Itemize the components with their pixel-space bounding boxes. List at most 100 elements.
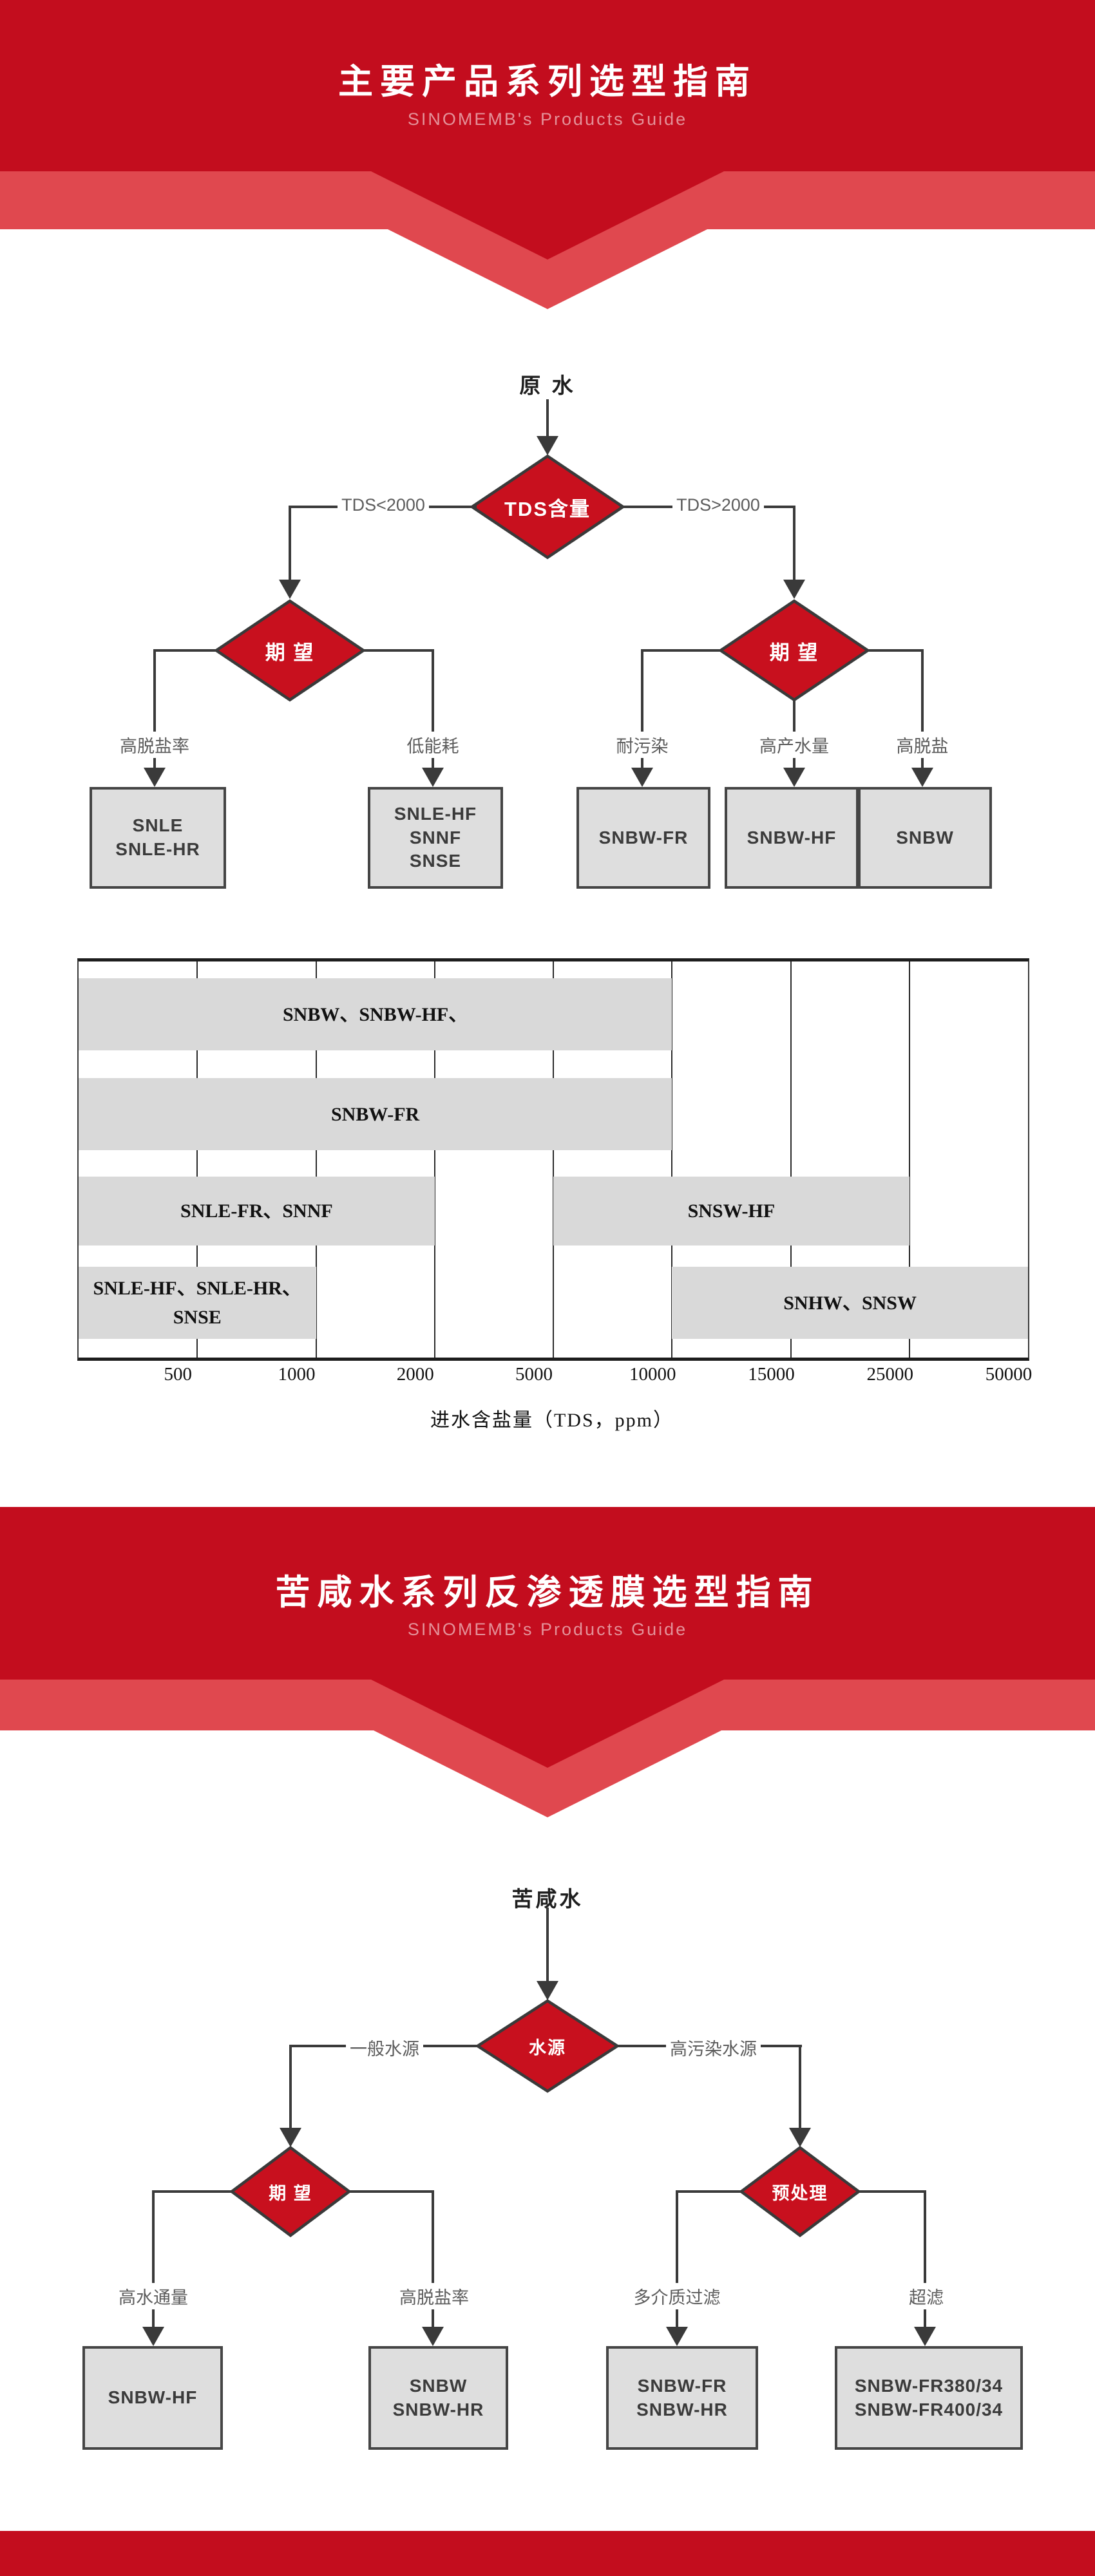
arrow-down-icon [666,2327,688,2346]
chart-x-tick-label: 500 [164,1364,193,1385]
connector-line [924,2190,926,2328]
fc2-product-box-snbw-hf: SNBW-HF [82,2346,223,2450]
chart-x-tick-label: 15000 [748,1364,795,1385]
chart-gridline [671,961,673,1358]
arrow-down-icon [280,2128,301,2147]
fc2-pretreat-label: 预处理 [772,2183,828,2203]
arrow-down-icon [279,580,301,599]
chart-gridline [553,961,554,1358]
fc2-expect-label: 期 望 [269,2183,312,2203]
fc1-decision-tds-label: TDS含量 [504,497,591,520]
fc2-branch-right-label: 高污染水源 [644,2034,783,2061]
footer-red-strip [0,2531,1095,2576]
fc1-product-box-snbw-hf: SNBW-HF [725,787,859,889]
connector-line [867,649,924,652]
fc1-expect-right-label: 期 望 [769,641,819,664]
arrow-down-icon [537,436,558,455]
chart-x-tick-label: 5000 [515,1364,553,1385]
chart-gridline [790,961,792,1358]
connector-line [432,649,434,769]
chart-plot-area: SNBW、SNBW-HF、 SNBW-FR SNLE-FR、SNNF SNSW-HF S… [77,958,1029,1361]
chart-range-bar: SNLE-FR、SNNF [79,1177,435,1245]
chart-range-bar: SNLE-HF、SNLE-HR、 SNSE [79,1267,316,1339]
connector-line [153,649,218,652]
tds-range-chart: SNBW、SNBW-HF、 SNBW-FR SNLE-FR、SNNF SNSW-HF S… [77,958,1032,1435]
chart-x-tick-label: 50000 [985,1364,1033,1385]
arrow-down-icon [144,768,166,787]
connector-line [289,506,291,583]
fc2-expect-diamond: 期 望 [229,2146,352,2237]
connector-line [641,649,721,652]
chart-x-axis-title: 进水含盐量（TDS，ppm） [430,1410,674,1431]
connector-line [793,506,795,583]
banner1-subtitle: SINOMEMB's Products Guide [407,109,688,129]
fc1-source-label: 原 水 [519,374,576,397]
connector-line [153,649,156,769]
chart-range-bar: SNSW-HF [553,1177,909,1245]
connector-line [676,2190,678,2328]
connector-line [641,649,643,769]
arrow-down-icon [631,768,653,787]
fc1-expect-right-diamond: 期 望 [718,599,871,702]
fc1-label-high-rejection: 高脱盐率 [97,732,213,758]
arrow-down-icon [789,2128,811,2147]
chart-range-bar: SNBW、SNBW-HF、 [79,978,672,1050]
fc1-branch-right-label: TDS>2000 [657,495,779,516]
arrow-down-icon [422,768,444,787]
connector-line [152,2190,233,2193]
fc1-label-high-salt-rejection: 高脱盐 [864,732,980,758]
fc1-expect-left-diamond: 期 望 [213,599,367,702]
arrow-down-icon [783,768,805,787]
fc2-branch-left-label: 一般水源 [327,2034,443,2061]
banner1-title: 主要产品系列选型指南 [338,62,757,101]
fc2-product-box-snbw-fr380: SNBW-FR380/34 SNBW-FR400/34 [835,2346,1023,2450]
fc2-decision-label: 水源 [529,2038,566,2058]
chart-x-tick-label: 10000 [629,1364,676,1385]
fc1-label-high-flux: 高产水量 [736,732,852,758]
banner2-subtitle: SINOMEMB's Products Guide [407,1620,688,1639]
banner1-background [0,0,1095,171]
fc2-decision-water-source: 水源 [475,1999,620,2093]
fc1-product-box-snbw-fr: SNBW-FR [576,787,710,889]
chart-range-bar: SNBW-FR [79,1078,672,1150]
arrow-down-icon [914,2327,936,2346]
connector-line [546,399,549,438]
chart-gridline [196,961,198,1358]
chart-gridline [315,961,317,1358]
fc2-pretreat-diamond: 预处理 [739,2146,861,2237]
chart-x-tick-label: 2000 [396,1364,434,1385]
fc2-label-multimedia-filter: 多介质过滤 [606,2283,748,2309]
arrow-down-icon [911,768,933,787]
connector-line [921,649,924,769]
arrow-down-icon [783,580,805,599]
fc2-product-box-snbw-fr: SNBW-FR SNBW-HR [606,2346,758,2450]
fc2-label-high-rejection: 高脱盐率 [376,2283,492,2309]
banner2-background [0,1507,1095,1680]
fc1-label-low-energy: 低能耗 [375,732,491,758]
connector-line [289,2045,292,2129]
chart-x-tick-label: 1000 [278,1364,316,1385]
fc2-label-high-flux: 高水通量 [95,2283,211,2309]
fc2-product-box-snbw: SNBW SNBW-HR [368,2346,508,2450]
chart-gridline [908,961,910,1358]
fc1-branch-left-label: TDS<2000 [322,495,444,516]
chart-range-bar: SNHW、SNSW [672,1267,1028,1339]
fc1-label-fouling-resistant: 耐污染 [584,732,700,758]
arrow-down-icon [142,2327,164,2346]
connector-line [152,2190,155,2328]
chart-x-tick-label: 25000 [866,1364,914,1385]
arrow-down-icon [422,2327,444,2346]
fc1-product-box-snle-hf: SNLE-HF SNNF SNSE [368,787,503,889]
banner2-title: 苦咸水系列反渗透膜选型指南 [275,1573,820,1612]
fc1-expect-left-label: 期 望 [265,641,315,664]
fc1-product-box-snbw: SNBW [858,787,992,889]
fc2-source-label: 苦咸水 [511,1887,584,1911]
connector-line [546,1908,549,1982]
chart-gridline [433,961,435,1358]
fc1-decision-tds: TDS含量 [469,454,626,560]
connector-line [432,2190,434,2328]
connector-line [348,2190,434,2193]
connector-line [857,2190,926,2193]
fc1-product-box-snle: SNLE SNLE-HR [90,787,226,889]
